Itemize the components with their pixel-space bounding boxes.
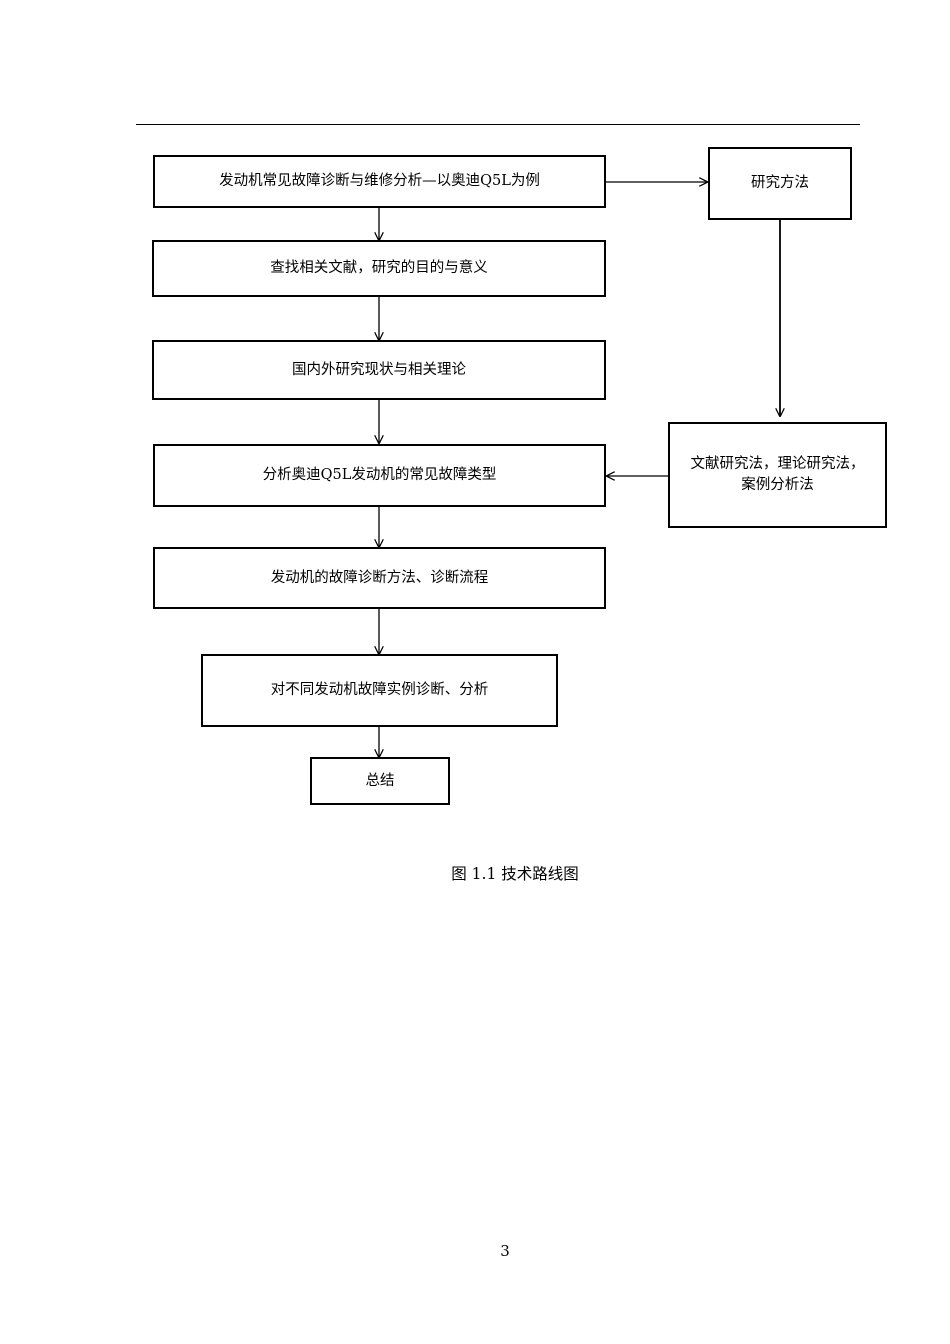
step-fault-types-label: 分析奥迪Q5L发动机的常见故障类型 bbox=[262, 467, 497, 483]
step-literature-box: 查找相关文献，研究的目的与意义 bbox=[152, 240, 606, 297]
header-rule bbox=[136, 124, 860, 125]
methods-title-box: 研究方法 bbox=[708, 147, 852, 220]
step-diagnosis-method-label: 发动机的故障诊断方法、诊断流程 bbox=[270, 569, 489, 586]
page-number: 3 bbox=[500, 1242, 510, 1260]
step-literature-label: 查找相关文献，研究的目的与意义 bbox=[270, 260, 488, 276]
methods-detail-line1: 文献研究法，理论研究法， bbox=[690, 456, 865, 472]
step-summary-label: 总结 bbox=[365, 772, 395, 789]
methods-detail-line2: 案例分析法 bbox=[741, 477, 814, 493]
step-research-status-label: 国内外研究现状与相关理论 bbox=[292, 361, 466, 378]
step-title-label: 发动机常见故障诊断与维修分析—以奥迪Q5L为例 bbox=[219, 173, 540, 189]
methods-detail-box: 文献研究法，理论研究法， 案例分析法 bbox=[668, 422, 887, 528]
step-diagnosis-method-box: 发动机的故障诊断方法、诊断流程 bbox=[153, 547, 606, 609]
step-fault-types-box: 分析奥迪Q5L发动机的常见故障类型 bbox=[153, 444, 606, 507]
step-case-analysis-box: 对不同发动机故障实例诊断、分析 bbox=[201, 654, 558, 727]
figure-caption: 图 1.1 技术路线图 bbox=[451, 865, 579, 883]
step-title-box: 发动机常见故障诊断与维修分析—以奥迪Q5L为例 bbox=[153, 155, 606, 208]
step-case-analysis-label: 对不同发动机故障实例诊断、分析 bbox=[270, 682, 489, 698]
step-research-status-box: 国内外研究现状与相关理论 bbox=[152, 340, 606, 400]
methods-title-label: 研究方法 bbox=[751, 175, 809, 191]
step-summary-box: 总结 bbox=[310, 757, 450, 805]
